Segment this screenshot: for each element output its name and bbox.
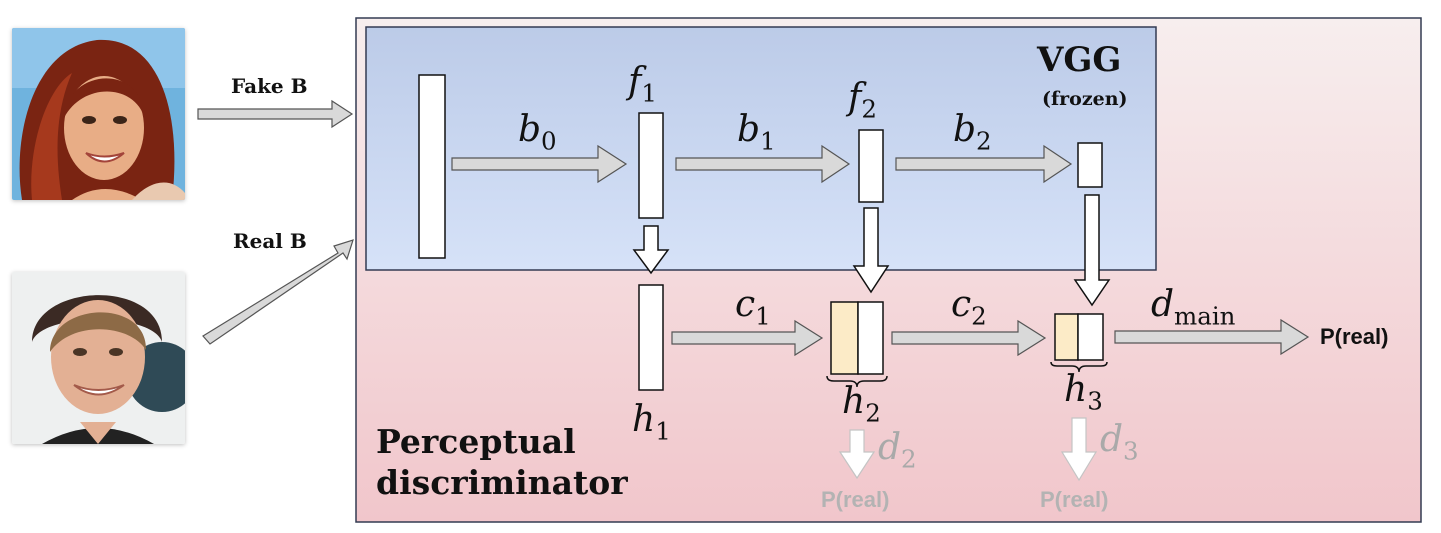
vgg-subtitle: (frozen) xyxy=(1042,88,1128,110)
f1-label: f1 xyxy=(628,61,657,108)
fake-face-image xyxy=(12,28,185,200)
b1-arrow xyxy=(675,144,851,184)
vgg-box xyxy=(365,26,1157,271)
real-face-image xyxy=(12,272,185,444)
vgg-title: VGG xyxy=(1037,40,1122,80)
dmain-label: dmain xyxy=(1151,284,1236,331)
h3-brace xyxy=(1050,361,1108,373)
d2-arrow xyxy=(838,429,876,480)
discriminator-title: Perceptual discriminator xyxy=(376,422,628,503)
h2-bar-prev xyxy=(830,301,859,375)
b2-label: b2 xyxy=(953,109,992,156)
c1-arrow xyxy=(671,319,824,357)
b0-arrow xyxy=(451,144,628,184)
real-input-arrow xyxy=(202,239,354,345)
f1-to-h1-arrow xyxy=(632,225,670,275)
d3-arrow xyxy=(1060,417,1098,482)
main-output-label: P(real) xyxy=(1320,324,1389,349)
f2-to-h2-arrow xyxy=(852,207,890,294)
f3-to-h3-arrow xyxy=(1073,194,1111,307)
dmain-arrow xyxy=(1114,318,1310,356)
d3-label: d3 xyxy=(1100,419,1139,466)
f2-label: f2 xyxy=(848,77,877,124)
f3-bar xyxy=(1077,142,1103,188)
h1-bar xyxy=(638,284,664,391)
f1-bar xyxy=(638,112,664,219)
fake-b-label: Fake B xyxy=(231,74,308,98)
fake-input-arrow xyxy=(197,99,354,129)
h2-bar-feat xyxy=(857,301,884,375)
f2-bar xyxy=(858,129,884,203)
h1-label: h1 xyxy=(632,399,671,446)
h3-bar-prev xyxy=(1054,313,1079,361)
c2-arrow xyxy=(891,319,1047,357)
aux-output-2-label: P(real) xyxy=(821,487,890,512)
b2-arrow xyxy=(895,144,1073,184)
real-b-label: Real B xyxy=(233,229,307,253)
h3-bar-feat xyxy=(1077,313,1104,361)
vgg-input-bar xyxy=(418,74,446,259)
c1-label: c1 xyxy=(735,284,771,331)
h2-label: h2 xyxy=(842,381,881,428)
b1-label: b1 xyxy=(737,109,776,156)
h3-label: h3 xyxy=(1064,369,1103,416)
c2-label: c2 xyxy=(951,284,987,331)
aux-output-3-label: P(real) xyxy=(1040,487,1109,512)
b0-label: b0 xyxy=(518,109,557,156)
d2-label: d2 xyxy=(878,427,917,474)
h2-brace xyxy=(826,375,888,388)
